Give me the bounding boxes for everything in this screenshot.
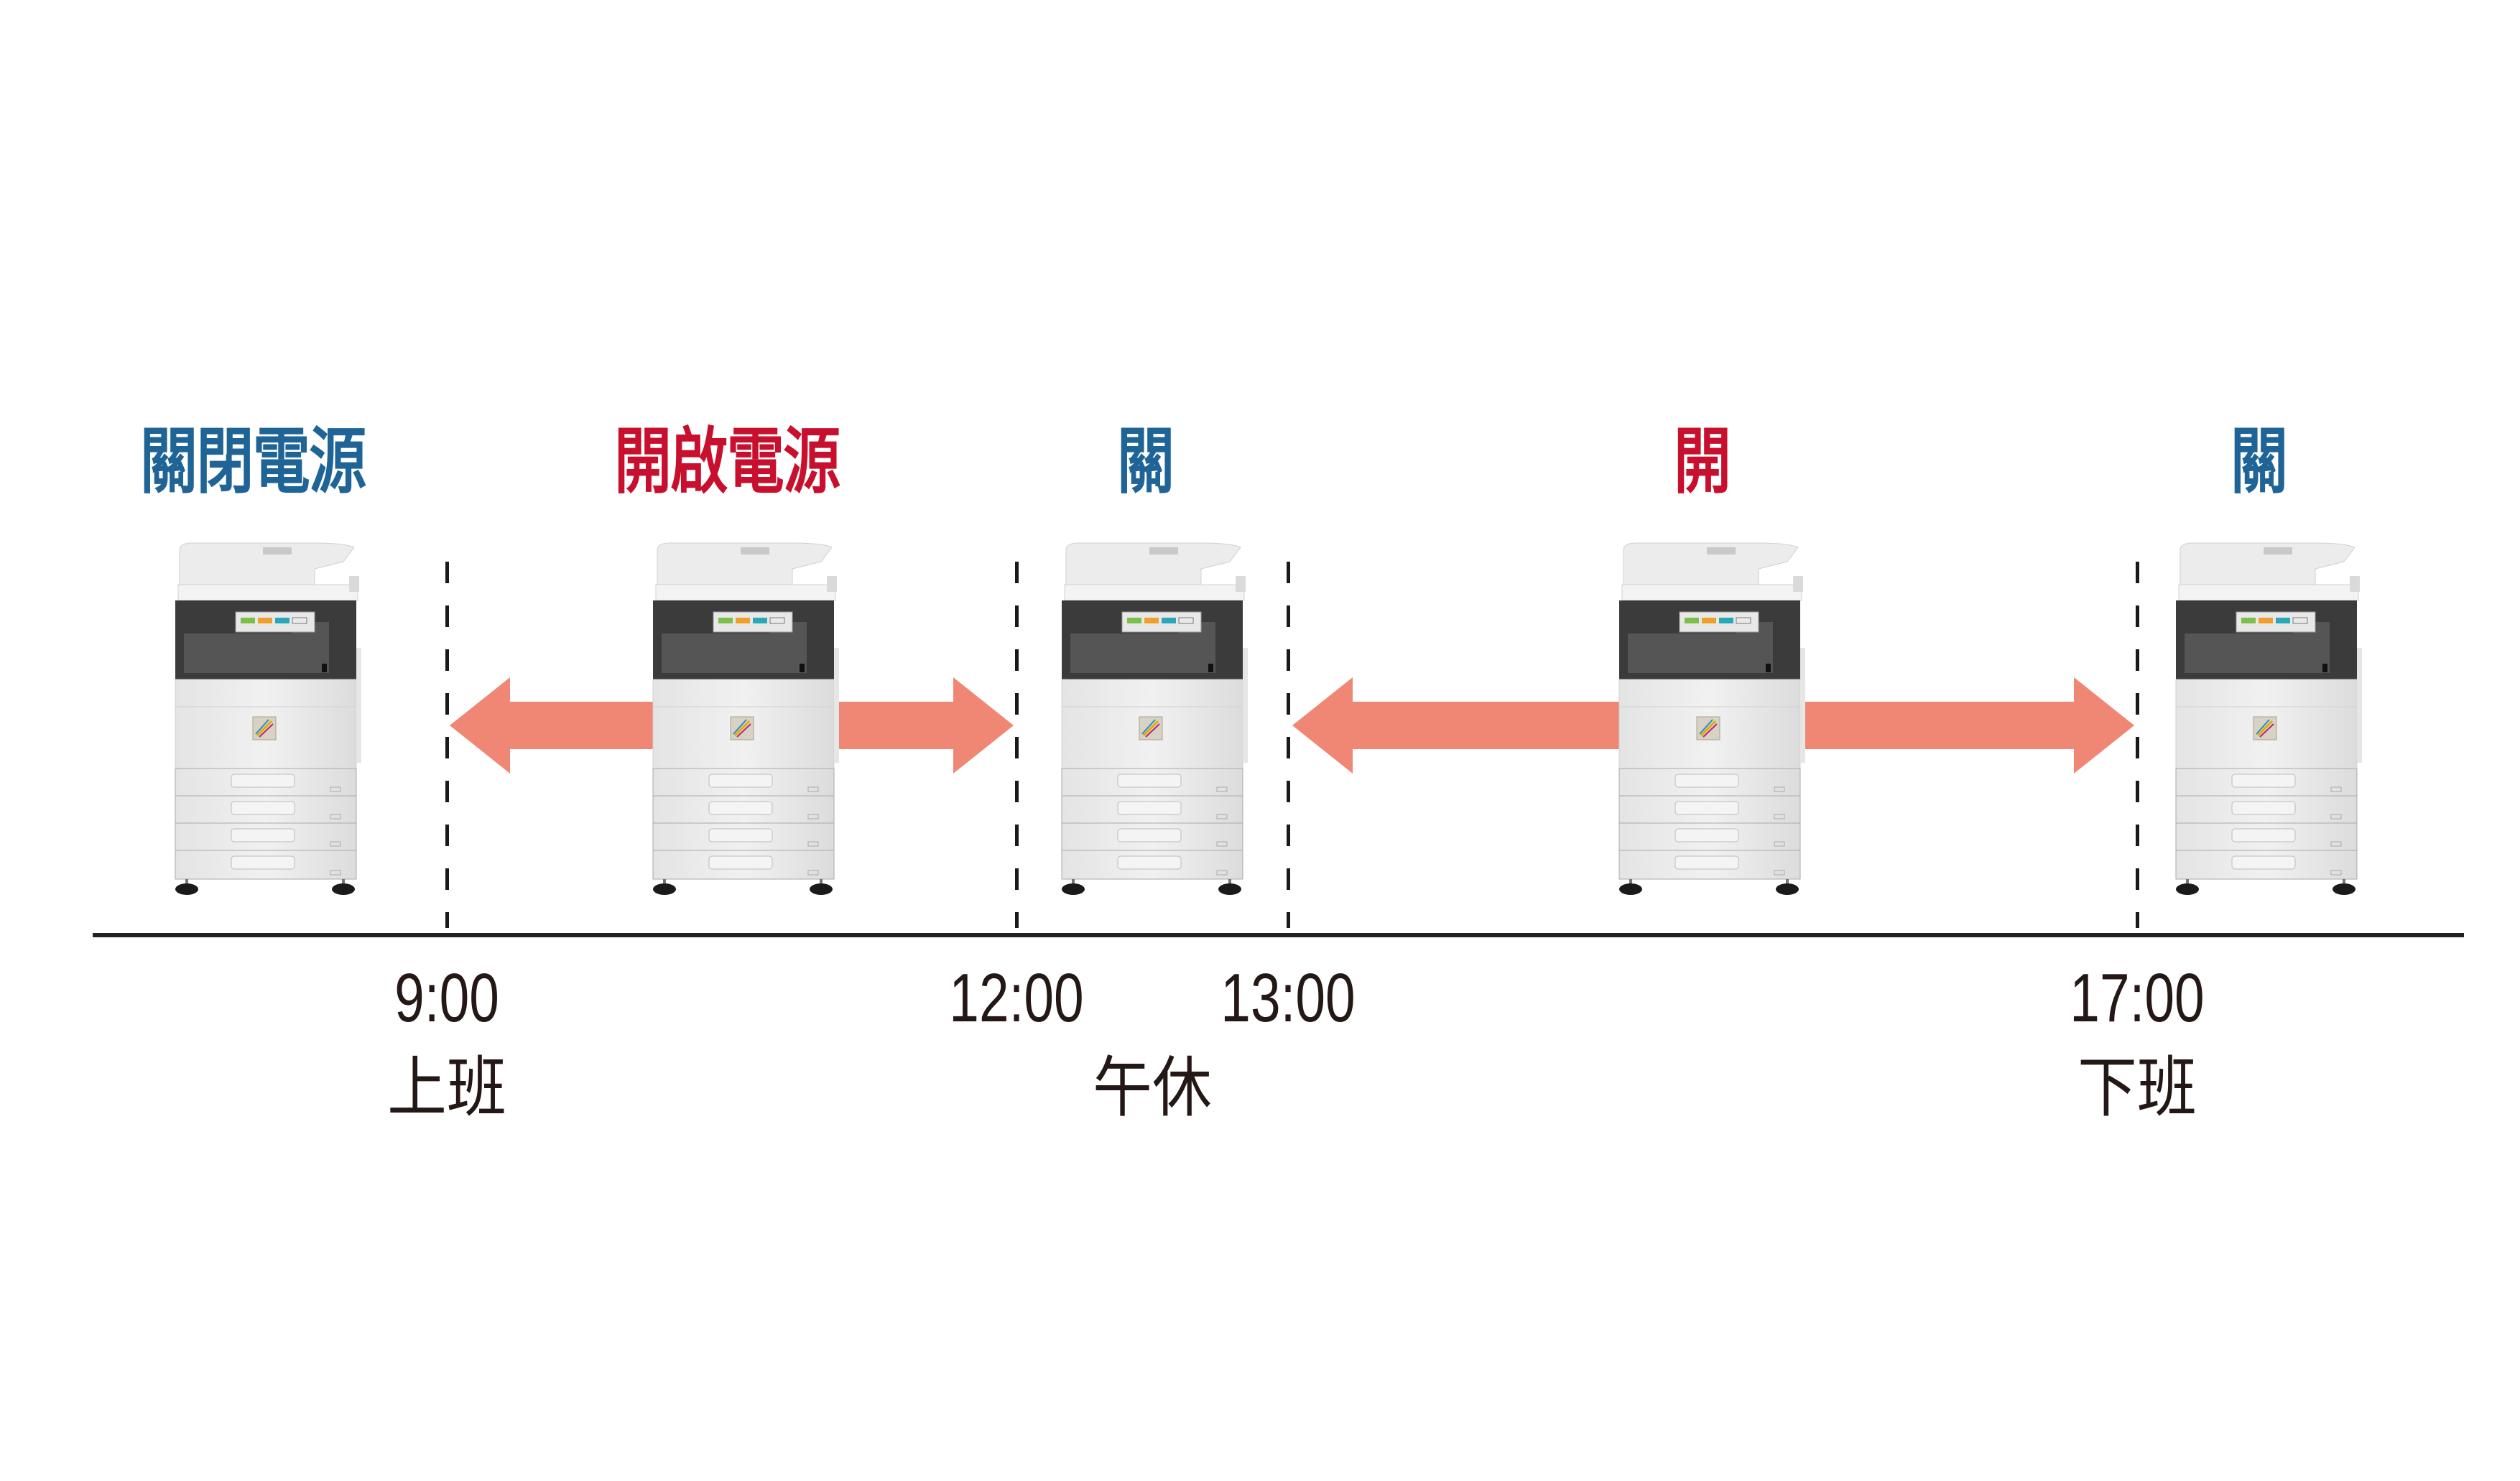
time-label-17: 17:00	[2070, 960, 2205, 1036]
label-power-off: 關閉電源	[140, 419, 366, 503]
period-label-work-end: 下班	[2077, 1049, 2197, 1126]
timeline-axis	[93, 933, 2464, 937]
label-power-on: 開啟電源	[614, 419, 840, 503]
printer-icon	[2172, 540, 2362, 914]
time-label-13: 13:00	[1220, 960, 1356, 1036]
label-off-evening: 關	[2231, 419, 2288, 503]
period-label-lunch: 午休	[1093, 1049, 1212, 1126]
printer-icon	[649, 540, 839, 914]
time-marker-9	[445, 562, 449, 928]
printer-icon	[171, 540, 361, 914]
time-marker-12	[1015, 562, 1019, 928]
time-label-9: 9:00	[394, 960, 499, 1036]
label-on-afternoon: 開	[1674, 419, 1731, 503]
printer-icon	[1057, 540, 1248, 914]
period-label-work-start: 上班	[387, 1049, 506, 1126]
time-label-12: 12:00	[949, 960, 1084, 1036]
time-marker-13	[1287, 562, 1290, 928]
label-off-lunch: 關	[1117, 419, 1175, 503]
time-marker-17	[2136, 562, 2139, 928]
printer-icon	[1615, 540, 1805, 914]
